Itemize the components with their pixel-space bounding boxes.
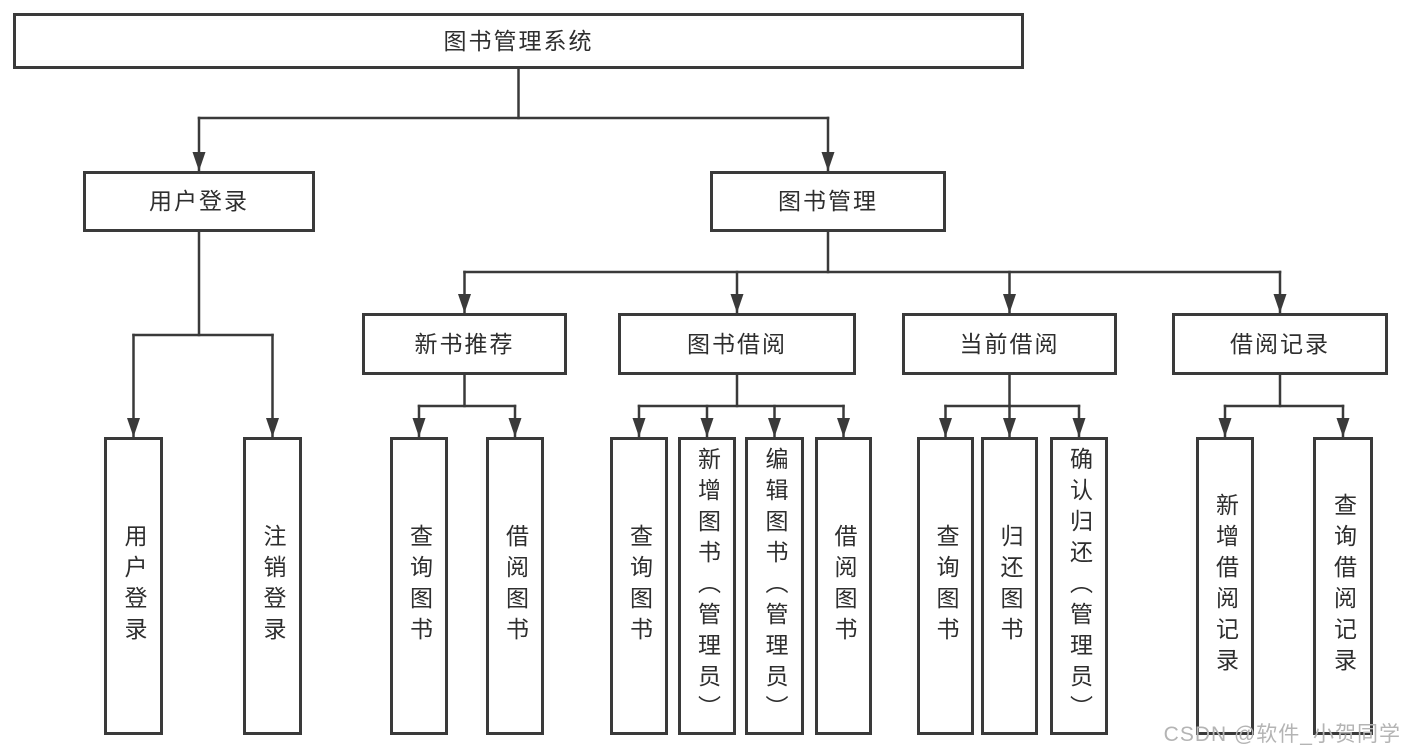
leaf-current-confirm-return: 确认归还（管理员） bbox=[1050, 437, 1108, 735]
node-label: 新书推荐 bbox=[414, 330, 515, 357]
csdn-watermark: CSDN @软件_小贺同学 bbox=[1163, 723, 1401, 746]
leaf-recommend-borrow-books: 借阅图书 bbox=[486, 437, 544, 735]
node-label: 确认归还（管理员） bbox=[1066, 446, 1093, 726]
node-label: 新增借阅记录 bbox=[1212, 493, 1239, 679]
leaf-borrowing-edit-books: 编辑图书（管理员） bbox=[745, 437, 804, 735]
node-label: 注销登录 bbox=[260, 524, 286, 648]
leaf-borrowing-add-books: 新增图书（管理员） bbox=[678, 437, 736, 735]
leaf-recommend-query-books: 查询图书 bbox=[390, 437, 448, 735]
node-label: 图书管理系统 bbox=[443, 27, 594, 54]
node-label: 查询借阅记录 bbox=[1330, 493, 1357, 679]
node-label: 图书管理 bbox=[778, 188, 878, 214]
node-current-borrowing: 当前借阅 bbox=[902, 313, 1117, 375]
leaf-user-login: 用户登录 bbox=[104, 437, 163, 735]
node-label: 查询图书 bbox=[406, 524, 433, 648]
node-borrow-records: 借阅记录 bbox=[1172, 313, 1388, 375]
node-label: 新增图书（管理员） bbox=[694, 446, 721, 726]
node-label: 查询图书 bbox=[933, 524, 959, 648]
node-book-management: 图书管理 bbox=[710, 171, 946, 232]
leaf-current-return-books: 归还图书 bbox=[981, 437, 1038, 735]
leaf-logout-login: 注销登录 bbox=[243, 437, 302, 735]
node-label: 编辑图书（管理员） bbox=[762, 446, 788, 726]
node-label: 当前借阅 bbox=[959, 330, 1060, 357]
node-label: 用户登录 bbox=[149, 188, 249, 214]
node-label: 借阅记录 bbox=[1230, 330, 1330, 357]
node-label: 查询图书 bbox=[626, 524, 653, 648]
node-new-book-recommend: 新书推荐 bbox=[362, 313, 567, 375]
node-label: 用户登录 bbox=[121, 524, 147, 648]
node-label: 图书借阅 bbox=[687, 330, 787, 357]
node-label: 归还图书 bbox=[997, 524, 1023, 648]
leaf-borrowing-query-books: 查询图书 bbox=[610, 437, 668, 735]
node-label: 借阅图书 bbox=[502, 524, 529, 648]
leaf-records-add-record: 新增借阅记录 bbox=[1196, 437, 1254, 735]
leaf-records-query-record: 查询借阅记录 bbox=[1313, 437, 1373, 735]
leaf-borrowing-borrow-books: 借阅图书 bbox=[815, 437, 872, 735]
leaf-current-query-books: 查询图书 bbox=[917, 437, 974, 735]
node-label: 借阅图书 bbox=[831, 524, 857, 648]
node-user-login-group: 用户登录 bbox=[83, 171, 315, 232]
node-library-management-system: 图书管理系统 bbox=[13, 13, 1024, 69]
node-book-borrowing: 图书借阅 bbox=[618, 313, 856, 375]
